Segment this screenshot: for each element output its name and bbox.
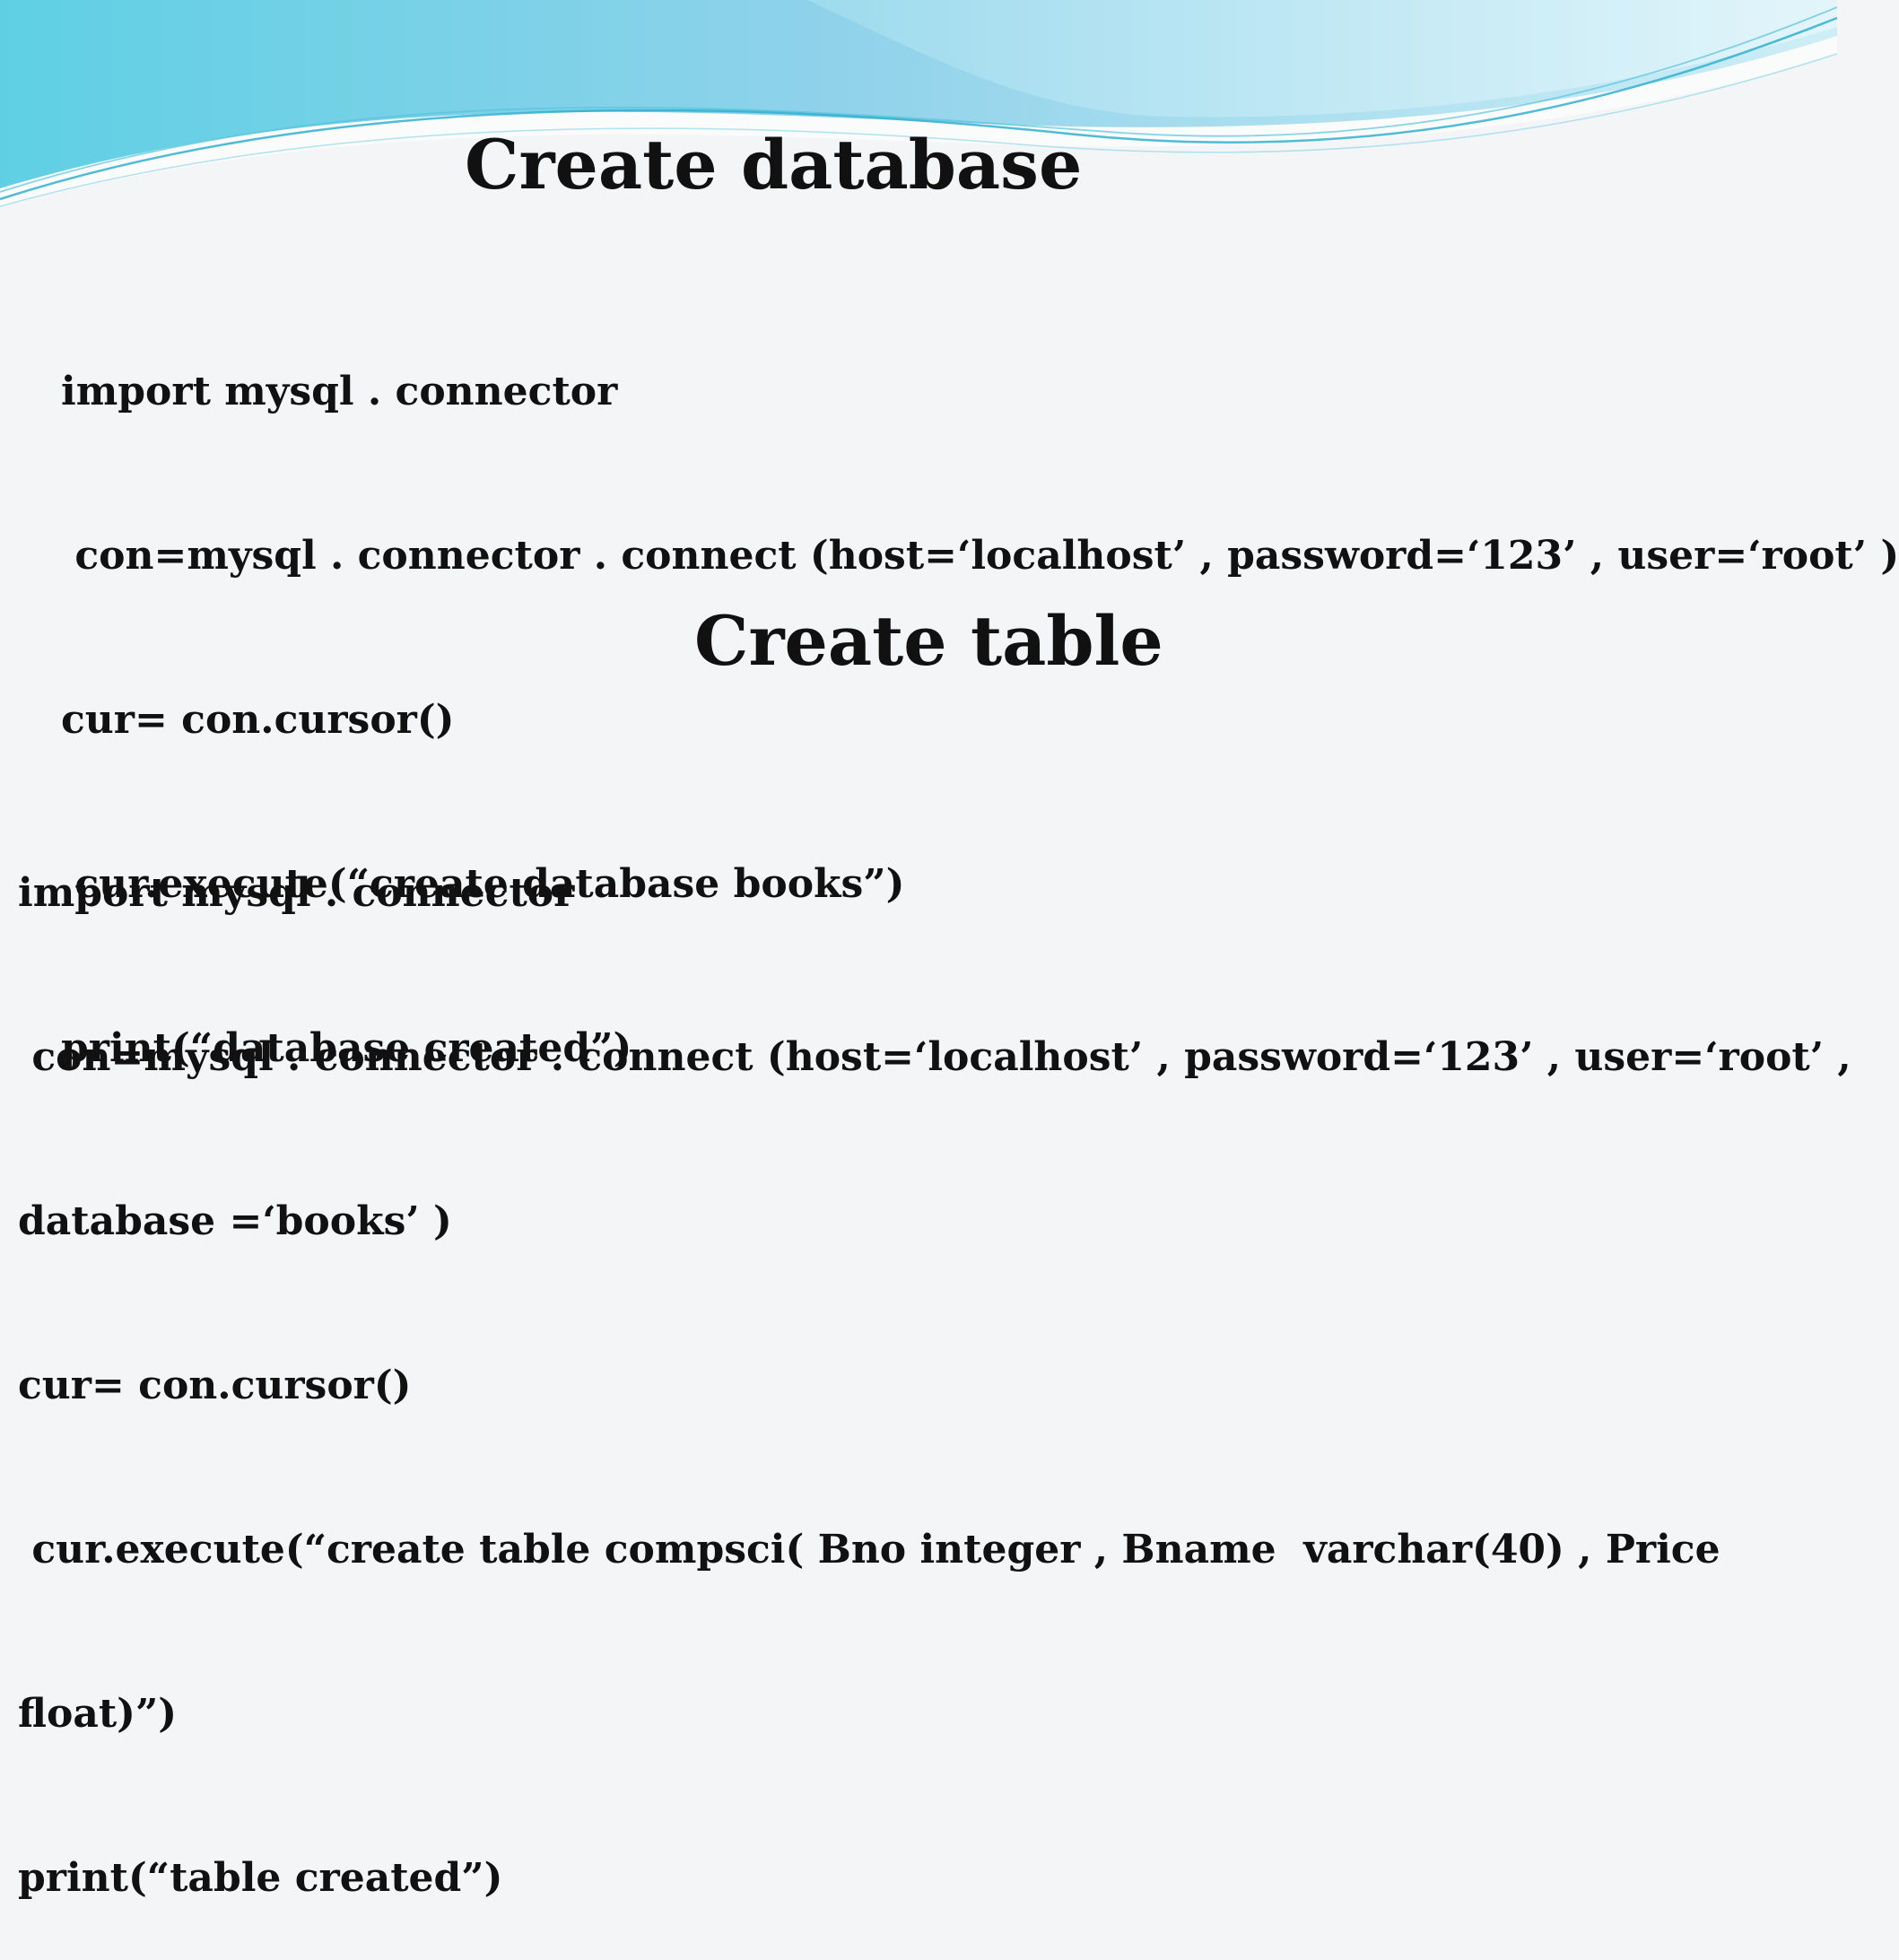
code-line: cur.execute(“create table compsci( Bno i… (18, 1527, 1720, 1572)
header-wave-decoration (0, 0, 1838, 207)
heading-create-database: Create database (465, 125, 1083, 205)
code-line: con=mysql . connector . connect (host=‘l… (18, 1034, 1851, 1080)
code-line: database =‘books’ ) (18, 1198, 452, 1244)
code-line: cur.execute(“create database books”) (61, 861, 905, 907)
code-line: import mysql . connector (18, 870, 575, 916)
code-block-create-table: import mysql . connector con=mysql . con… (18, 756, 1851, 1960)
code-block-create-database: import mysql . connector con=mysql . con… (61, 255, 1899, 1130)
code-line: print(“table created”) (18, 1855, 503, 1901)
code-line: con=mysql . connector . connect (host=‘l… (61, 533, 1899, 579)
code-line: cur= con.cursor() (61, 697, 455, 743)
code-line: cur= con.cursor() (18, 1363, 412, 1408)
heading-create-table: Create table (694, 601, 1163, 681)
code-line: float)”) (18, 1691, 178, 1737)
code-line: import mysql . connector (61, 369, 618, 414)
code-line: print(“database created”) (61, 1025, 632, 1071)
